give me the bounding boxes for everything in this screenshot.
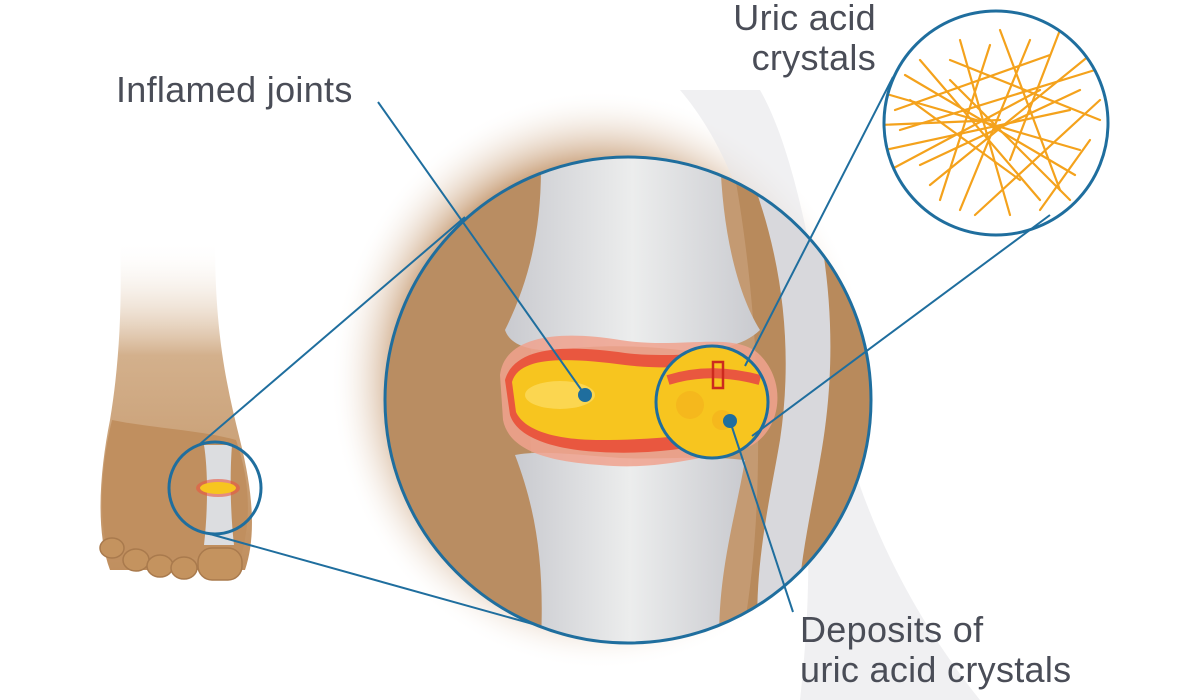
crystals-closeup (884, 11, 1108, 235)
pointer-dot-deposits (723, 414, 737, 428)
deposit-region (656, 346, 768, 458)
magnify-circle-deposit (654, 344, 770, 460)
label-line: crystals (751, 37, 876, 78)
leader-lines (199, 76, 1051, 627)
label-uric-acid-crystals: Uric acid crystals (690, 0, 876, 78)
label-deposits: Deposits of uric acid crystals (800, 610, 1071, 690)
deposit-marker (711, 360, 725, 390)
label-line: uric acid crystals (800, 649, 1072, 690)
lower-bone (515, 452, 745, 643)
foot (99, 240, 252, 581)
label-line: Deposits of (800, 609, 984, 650)
magnify-circle-toe (167, 440, 263, 536)
magnify-circle-large (383, 155, 873, 645)
pointer-dot-inflamed (578, 388, 592, 402)
upper-bone (505, 157, 760, 351)
magnify-circle-crystals (882, 9, 1110, 237)
label-line: Uric acid (733, 0, 876, 38)
label-inflamed-joints: Inflamed joints (116, 69, 353, 110)
